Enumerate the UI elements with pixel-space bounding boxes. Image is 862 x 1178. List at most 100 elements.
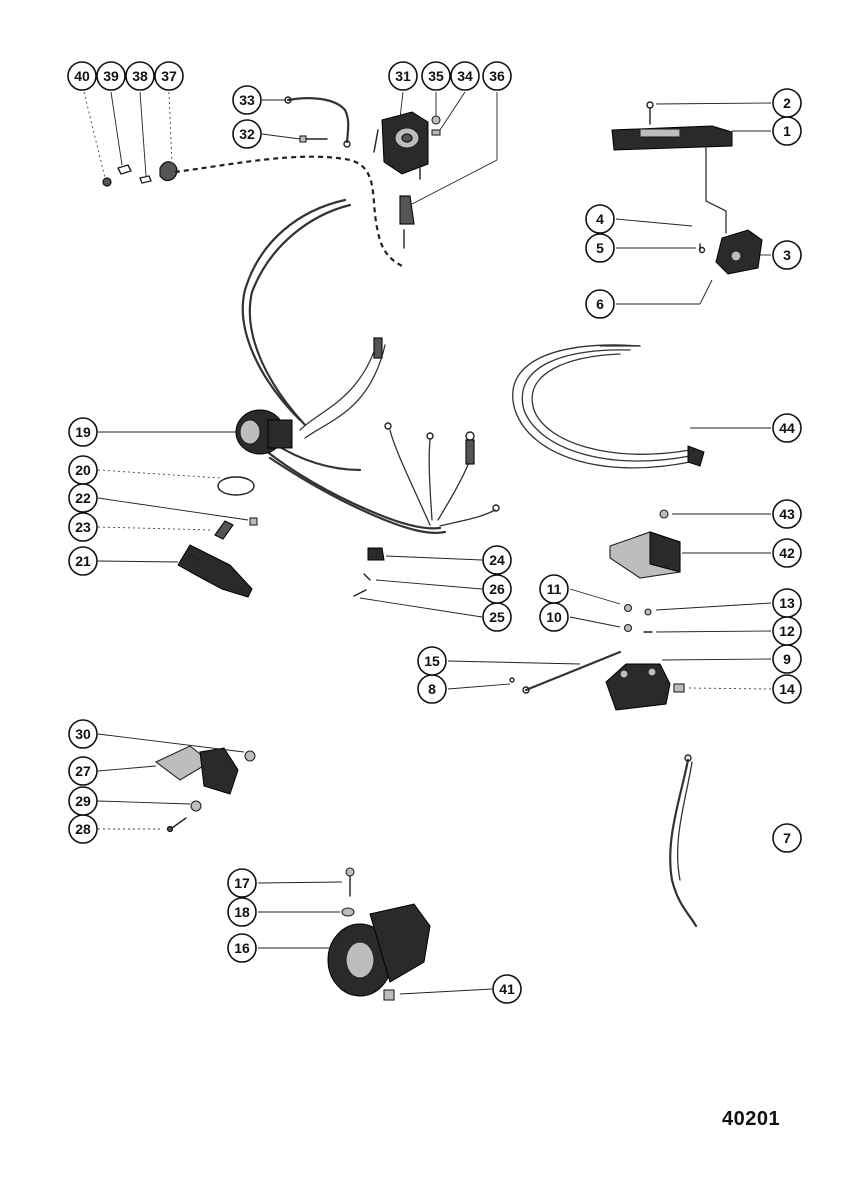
svg-text:13: 13 <box>779 595 795 611</box>
cable-7 <box>669 754 698 928</box>
callout-7: 7 <box>772 823 802 853</box>
callout-20: 20 <box>68 455 98 485</box>
clip-24 <box>353 547 385 597</box>
callout-18: 18 <box>227 897 257 927</box>
svg-text:25: 25 <box>489 609 505 625</box>
solenoid-3 <box>698 229 763 275</box>
callout-34: 34 <box>450 61 480 91</box>
callout-37: 37 <box>154 61 184 91</box>
callout-17: 17 <box>227 868 257 898</box>
callout-13: 13 <box>772 588 802 618</box>
svg-text:17: 17 <box>234 875 250 891</box>
svg-text:2: 2 <box>783 95 791 111</box>
svg-text:40: 40 <box>74 68 90 84</box>
callout-29: 29 <box>68 786 98 816</box>
callout-41: 41 <box>492 974 522 1004</box>
screw-32 <box>299 135 328 143</box>
o-ring-20 <box>217 476 255 496</box>
svg-text:15: 15 <box>424 653 440 669</box>
leader-lines <box>83 91 772 995</box>
callout-33: 33 <box>232 85 262 115</box>
svg-text:16: 16 <box>234 940 250 956</box>
svg-text:30: 30 <box>75 726 91 742</box>
svg-text:21: 21 <box>75 553 91 569</box>
callout-15: 15 <box>417 646 447 676</box>
callout-2: 2 <box>772 88 802 118</box>
callout-10: 10 <box>539 602 569 632</box>
callout-12: 12 <box>772 616 802 646</box>
svg-text:28: 28 <box>75 821 91 837</box>
bracket-21 <box>177 544 253 598</box>
callout-32: 32 <box>232 119 262 149</box>
svg-text:12: 12 <box>779 623 795 639</box>
svg-text:11: 11 <box>547 581 562 597</box>
svg-text:42: 42 <box>779 545 795 561</box>
svg-text:31: 31 <box>395 68 411 84</box>
svg-text:22: 22 <box>75 490 91 506</box>
svg-text:39: 39 <box>103 68 119 84</box>
svg-text:19: 19 <box>75 424 91 440</box>
svg-text:29: 29 <box>75 793 91 809</box>
callout-44: 44 <box>772 413 802 443</box>
callout-36: 36 <box>482 61 512 91</box>
callout-21: 21 <box>68 546 98 576</box>
callout-14: 14 <box>772 674 802 704</box>
svg-text:36: 36 <box>489 68 505 84</box>
callout-22: 22 <box>68 483 98 513</box>
callout-26: 26 <box>482 574 512 604</box>
svg-text:43: 43 <box>779 506 795 522</box>
svg-text:9: 9 <box>783 651 791 667</box>
svg-text:35: 35 <box>428 68 444 84</box>
terminal-block-1 <box>611 101 733 234</box>
callout-8: 8 <box>417 674 447 704</box>
cable-44 <box>512 344 705 469</box>
callout-11: 11 <box>539 574 569 604</box>
callout-25: 25 <box>482 602 512 632</box>
svg-text:27: 27 <box>75 763 91 779</box>
harness-plug-19 <box>235 409 293 455</box>
svg-text:23: 23 <box>75 519 91 535</box>
svg-text:8: 8 <box>428 681 436 697</box>
callout-42: 42 <box>772 538 802 568</box>
clamp-assembly-upper-left <box>102 155 403 267</box>
svg-text:3: 3 <box>783 247 791 263</box>
ignition-switch-31 <box>373 111 429 180</box>
callout-4: 4 <box>585 204 615 234</box>
callout-38: 38 <box>125 61 155 91</box>
svg-text:5: 5 <box>596 240 604 256</box>
svg-text:37: 37 <box>161 68 177 84</box>
bracket-42 <box>609 509 681 579</box>
svg-text:10: 10 <box>546 609 562 625</box>
callout-23: 23 <box>68 512 98 542</box>
svg-text:20: 20 <box>75 462 91 478</box>
svg-text:7: 7 <box>783 830 791 846</box>
svg-text:18: 18 <box>234 904 250 920</box>
svg-text:32: 32 <box>239 126 255 142</box>
svg-text:33: 33 <box>239 92 255 108</box>
callout-9: 9 <box>772 644 802 674</box>
svg-text:14: 14 <box>779 681 795 697</box>
wiring-harness <box>241 198 500 534</box>
callout-5: 5 <box>585 233 615 263</box>
callout-24: 24 <box>482 545 512 575</box>
svg-text:6: 6 <box>596 296 604 312</box>
callout-31: 31 <box>388 61 418 91</box>
svg-text:44: 44 <box>779 420 795 436</box>
callout-28: 28 <box>68 814 98 844</box>
callout-27: 27 <box>68 756 98 786</box>
callout-3: 3 <box>772 240 802 270</box>
svg-text:34: 34 <box>457 68 473 84</box>
svg-text:4: 4 <box>596 211 604 227</box>
figure-number: 40201 <box>722 1108 781 1130</box>
solenoid-9 <box>605 603 685 711</box>
callout-1: 1 <box>772 116 802 146</box>
callout-19: 19 <box>68 417 98 447</box>
starter-bracket-27 <box>154 745 256 833</box>
svg-text:24: 24 <box>489 552 505 568</box>
svg-text:1: 1 <box>783 123 791 139</box>
callout-30: 30 <box>68 719 98 749</box>
boot-36 <box>399 195 415 249</box>
svg-text:41: 41 <box>499 981 515 997</box>
starter-solenoid-16 <box>327 867 431 1001</box>
